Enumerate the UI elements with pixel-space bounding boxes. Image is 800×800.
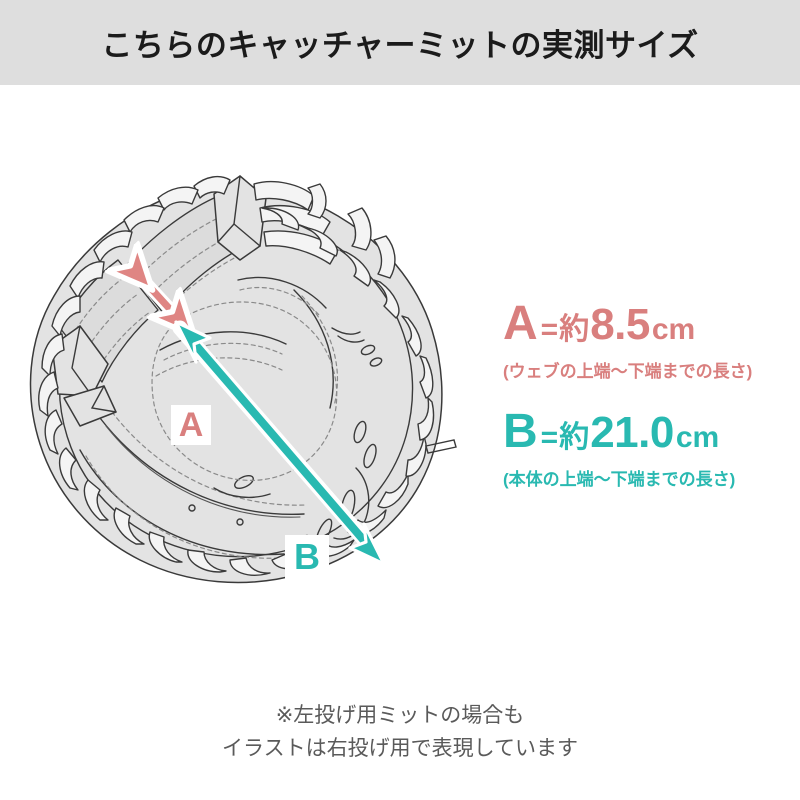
measure-label-b: B — [285, 535, 329, 579]
measure-arrow-b — [172, 320, 388, 566]
mitt-diagram-svg: .lthr { fill:#e3e3e3; stroke:#3a3a3a; st… — [29, 175, 457, 584]
legend-approx-a: 約 — [559, 313, 590, 346]
legend-equals-a: = — [540, 313, 559, 346]
measurement-legend: A = 約 8.5 cm (ウェブの上端〜下端までの長さ) B = 約 21.0… — [503, 300, 795, 516]
legend-line-a: A = 約 8.5 cm — [503, 300, 795, 348]
legend-approx-b: 約 — [559, 421, 590, 454]
footnote-line-1: ※左投げ用ミットの場合も — [275, 704, 525, 727]
measure-arrow-a — [132, 268, 182, 322]
catchers-mitt-illustration: .lthr { fill:#e3e3e3; stroke:#3a3a3a; st… — [8, 150, 508, 650]
legend-equals-b: = — [540, 421, 559, 454]
legend-value-a: 8.5 — [590, 300, 650, 349]
legend-letter-b: B — [503, 405, 538, 458]
legend-item-a: A = 約 8.5 cm (ウェブの上端〜下端までの長さ) — [503, 300, 795, 382]
legend-note-a: (ウェブの上端〜下端までの長さ) — [503, 362, 753, 381]
legend-letter-a: A — [503, 297, 538, 350]
page-title: こちらのキャッチャーミットの実測サイズ — [101, 28, 699, 63]
footnote-line-2: イラストは右投げ用で表現しています — [222, 736, 578, 760]
measure-label-a: A — [171, 405, 211, 445]
legend-note-b: (本体の上端〜下端までの長さ) — [503, 470, 736, 489]
legend-unit-b: cm — [675, 421, 720, 454]
legend-unit-a: cm — [651, 313, 696, 346]
legend-value-b: 21.0 — [590, 408, 674, 457]
header-band — [0, 0, 800, 85]
legend-item-b: B = 約 21.0 cm (本体の上端〜下端までの長さ) — [503, 408, 795, 490]
footnote: ※左投げ用ミットの場合も イラストは右投げ用で表現しています — [0, 700, 800, 765]
legend-line-b: B = 約 21.0 cm — [503, 408, 795, 456]
